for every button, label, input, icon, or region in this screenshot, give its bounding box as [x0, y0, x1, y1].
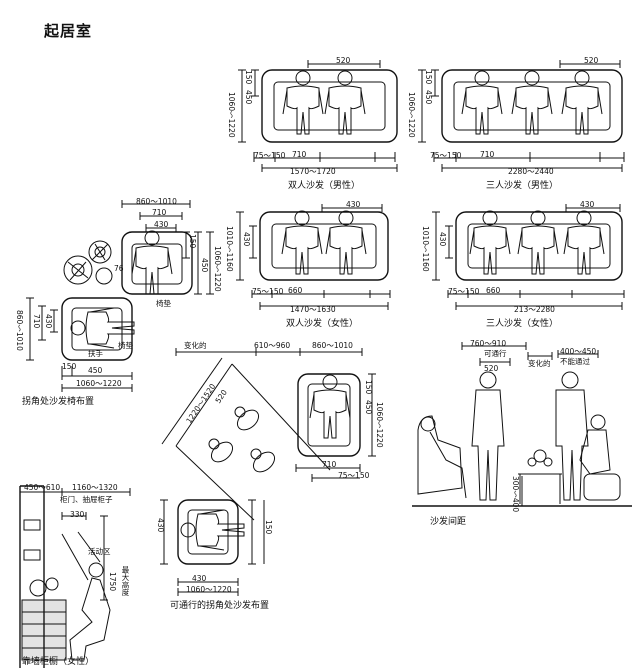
dim-two-male-mid: 710: [292, 150, 307, 159]
dim-corner-left-710: 710: [32, 314, 41, 329]
label-armrest: 扶手: [88, 349, 103, 358]
dim-two-female-left: 1010～1160: [225, 226, 234, 272]
dim-two-male-total: 1570～1720: [290, 167, 336, 176]
caption-three-seat-female: 三人沙发（女性）: [486, 319, 559, 329]
dim-passable-right: 1060～1220: [375, 402, 384, 448]
page-title: 起居室: [44, 22, 93, 40]
dim-wall-1160: 1160～1320: [72, 483, 118, 492]
caption-sofa-spacing: 沙发间距: [430, 517, 467, 527]
dim-passable-150: 150: [364, 380, 373, 395]
dim-three-female-ends: 75～150: [448, 287, 480, 296]
dim-corner-left-430: 430: [44, 314, 53, 329]
two-seat-female-sofa: [236, 204, 391, 310]
dim-corner-bottom-150: 150: [62, 362, 77, 371]
two-seat-male-sofa: [238, 60, 398, 172]
caption-three-seat-male: 三人沙发（男性）: [486, 181, 559, 191]
dim-three-male-mid: 710: [480, 150, 495, 159]
dim-three-female-total: 213～2280: [514, 305, 555, 314]
dim-three-male-left-small: 450: [424, 90, 433, 105]
dim-passable-610: 610～960: [254, 341, 291, 350]
dim-wall-1750: 1750: [108, 572, 117, 592]
dim-two-male-left: 1060～1220: [227, 92, 236, 138]
dim-two-female-mid: 660: [288, 286, 303, 295]
dim-three-female-left: 1010～1160: [421, 226, 430, 272]
caption-passable-corner: 可通行的拐角处沙发布置: [170, 601, 270, 611]
dim-corner-450: 450: [200, 258, 209, 273]
dim-three-male-top-left: 150: [424, 70, 433, 85]
dim-corner-top: 860～1010: [136, 197, 177, 206]
dim-passable-450: 450: [364, 400, 373, 415]
dim-corner-430: 430: [154, 220, 169, 229]
dim-spacing-400: 400～450: [560, 347, 597, 356]
dim-three-female-left-small: 430: [438, 232, 447, 247]
dim-passable-bottom-430: 430: [192, 574, 207, 583]
label-seat-cushion-2: 椅垫: [118, 341, 133, 350]
dim-spacing-height: 300～400: [511, 476, 520, 513]
dim-wall-450: 450～610: [24, 483, 61, 492]
caption-wall-cabinet: 靠墙柜橱（女性）: [22, 657, 95, 667]
wall-cabinet-elevation: [19, 485, 131, 668]
dim-passable-bottom-150: 150: [264, 520, 273, 535]
dim-two-female-total: 1470～1630: [290, 305, 336, 314]
dim-two-male-left-small: 450: [244, 90, 253, 105]
dim-two-male-top-left: 150: [244, 70, 253, 85]
dim-spacing-change: 变化的: [528, 359, 551, 368]
caption-two-seat-female: 双人沙发（女性）: [286, 319, 359, 329]
dim-corner-bottom-450: 450: [88, 366, 103, 375]
dim-three-male-total: 2280～2440: [508, 167, 554, 176]
dim-wall-reach: 最大高度: [121, 566, 130, 596]
dim-corner-76: 76: [114, 264, 124, 273]
dim-wall-drawer: 柜门、抽屉柜子: [60, 495, 113, 504]
dim-corner-left: 860～1010: [15, 310, 24, 351]
dim-passable-860: 860～1010: [312, 341, 353, 350]
three-seat-male-sofa: [418, 60, 625, 172]
dim-passable-bottom: 1060～1220: [186, 585, 232, 594]
caption-corner: 拐角处沙发椅布置: [22, 397, 95, 407]
dim-corner-bottom: 1060～1220: [76, 379, 122, 388]
dim-three-female-top: 430: [580, 200, 595, 209]
dim-corner-150: 150: [188, 234, 197, 249]
passable-corner-arrangement: [160, 348, 376, 596]
dim-passable-left-430: 430: [156, 518, 165, 533]
corner-sofa-arrangement: [26, 200, 214, 392]
three-seat-female-sofa: [432, 204, 625, 310]
dim-three-male-left: 1060～1220: [407, 92, 416, 138]
dim-passable-change: 变化的: [184, 341, 207, 350]
dim-two-male-ends: 75～150: [254, 151, 286, 160]
dim-three-female-mid: 660: [486, 286, 501, 295]
dim-spacing-not-pass: 不能通过: [560, 357, 590, 366]
dim-corner-right: 1060～1220: [213, 246, 222, 292]
dim-spacing-passable: 可通行: [484, 349, 507, 358]
dim-three-male-top: 520: [584, 56, 599, 65]
dim-two-female-ends: 75～150: [252, 287, 284, 296]
caption-two-seat-male: 双人沙发（男性）: [288, 181, 361, 191]
dim-corner-710: 710: [152, 208, 167, 217]
dim-two-female-top: 430: [346, 200, 361, 209]
dim-wall-active: 活动区: [88, 547, 111, 556]
dim-two-female-left-small: 430: [242, 232, 251, 247]
dim-spacing-760: 760～910: [470, 339, 507, 348]
dim-three-male-ends: 75～150: [430, 151, 462, 160]
dim-spacing-520: 520: [484, 364, 499, 373]
dim-two-male-top: 520: [336, 56, 351, 65]
label-seat-cushion-1: 椅垫: [156, 299, 171, 308]
dim-passable-75: 75～150: [338, 471, 370, 480]
dim-wall-330: 330: [70, 510, 85, 519]
dim-passable-710: 710: [322, 460, 337, 469]
sofa-spacing-elevation: [412, 342, 632, 507]
